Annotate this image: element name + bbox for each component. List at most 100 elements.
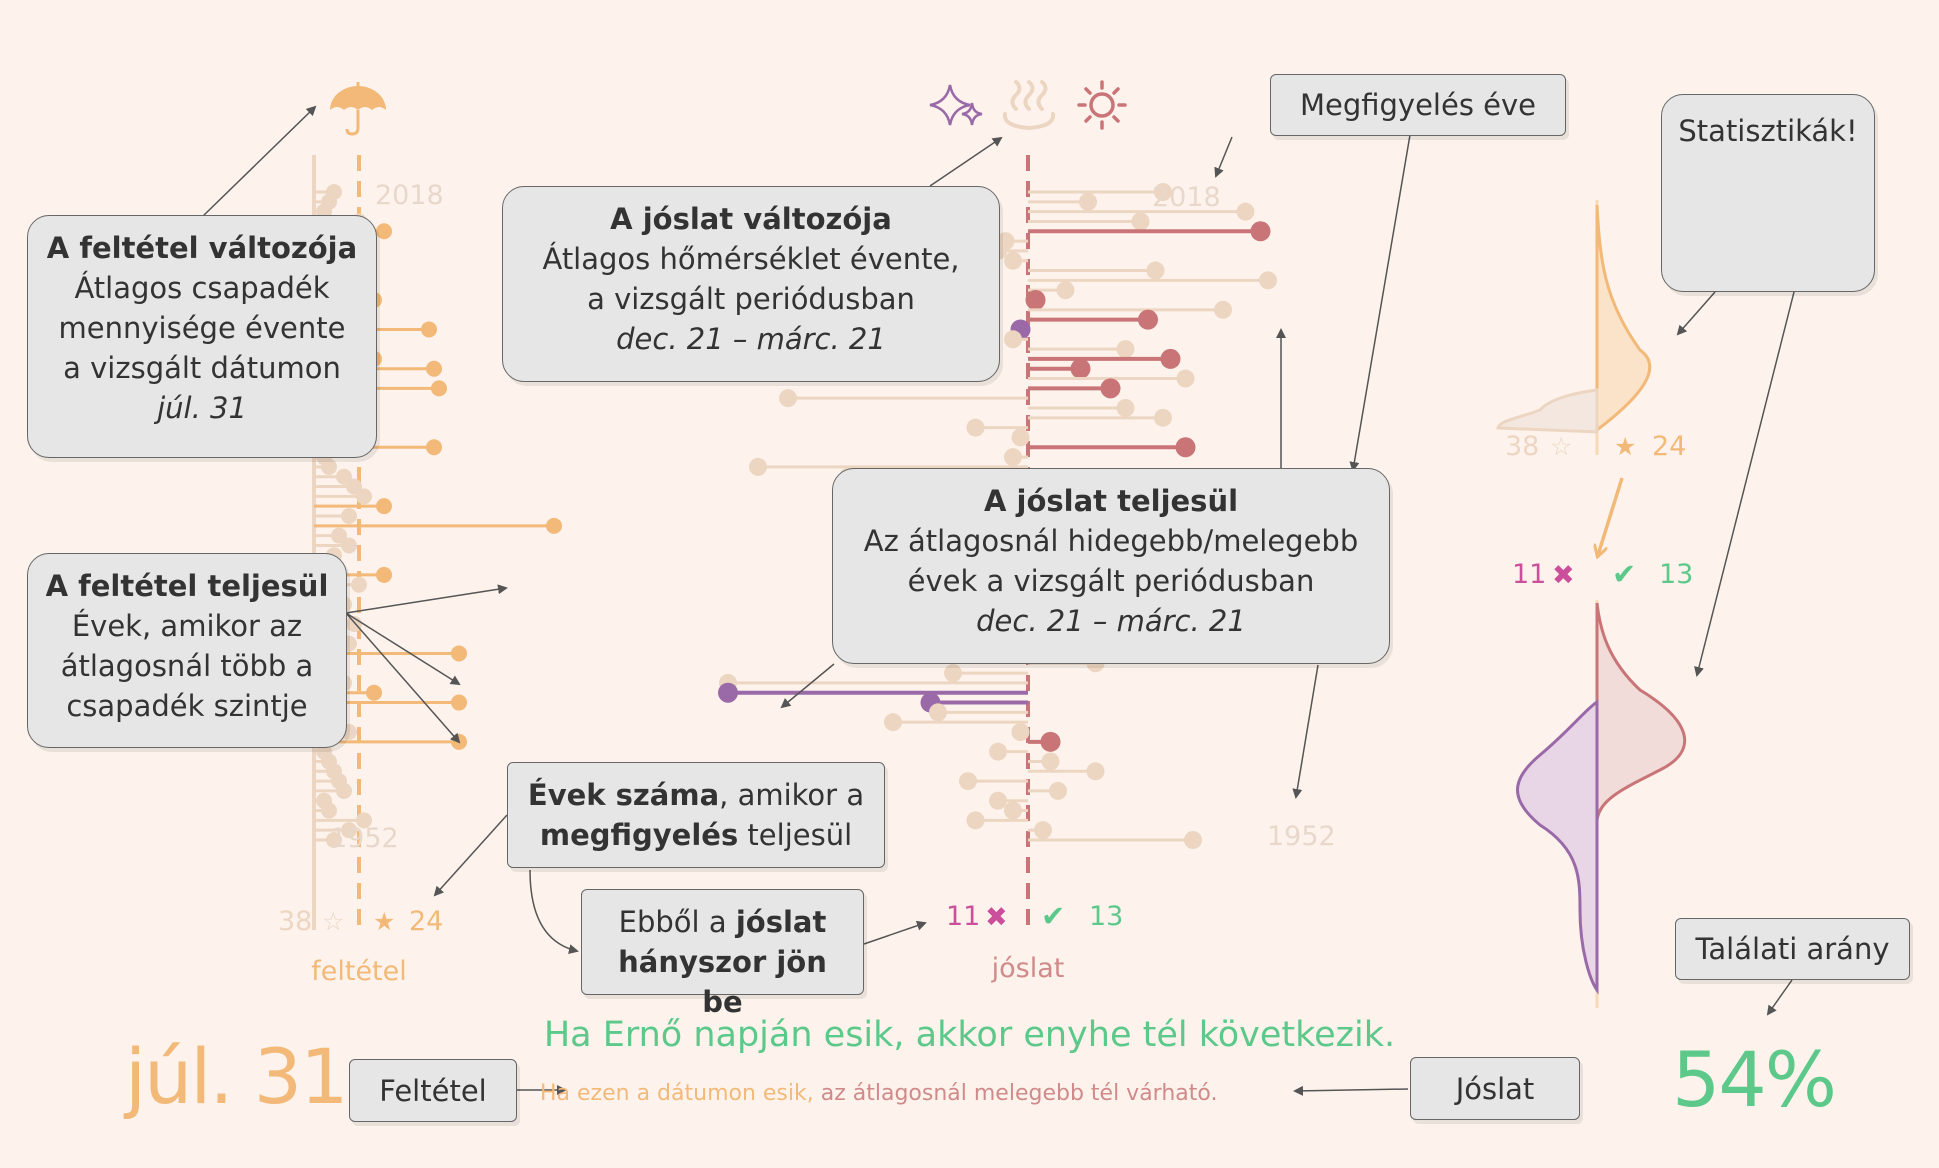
- condition-dot: [451, 645, 467, 662]
- condition-dot: [341, 508, 357, 524]
- stats-count-wrong: 11: [1512, 559, 1546, 590]
- prediction-dot: [966, 418, 985, 437]
- condition-dot: [426, 439, 442, 456]
- condition-dot: [341, 822, 357, 839]
- callout-text: Jóslat: [1455, 1072, 1535, 1106]
- hot-spring-icon: [1002, 80, 1056, 131]
- prediction-dot: [1025, 290, 1046, 310]
- cross-icon: ✖: [985, 902, 1008, 933]
- prediction-dot: [1049, 781, 1067, 800]
- footer-hit-rate: 54%: [1672, 1035, 1837, 1124]
- callout-line: évek a vizsgált periódusban: [907, 564, 1315, 598]
- star-full-icon: ★: [373, 907, 395, 936]
- condition-dot: [346, 478, 362, 495]
- callout-stats: Statisztikák!: [1661, 94, 1875, 292]
- condition-dot: [426, 360, 442, 377]
- stats-flow-arrow: [1598, 477, 1624, 555]
- prediction-dot: [1131, 212, 1150, 231]
- prediction-dot: [1011, 428, 1030, 447]
- footer-rule: Ha Ernő napján esik, akkor enyhe tél köv…: [543, 1015, 1396, 1055]
- callout-bold: megfigyelés: [539, 818, 739, 852]
- condition-dot: [376, 566, 392, 583]
- prediction-dot: [1004, 448, 1022, 467]
- prediction-dot: [944, 664, 962, 683]
- footer-sub-condition: Ha ezen a dátumon esik,: [540, 1081, 814, 1106]
- prediction-dot: [1214, 300, 1232, 319]
- callout-text: Megfigyelés éve: [1299, 88, 1537, 122]
- condition-dot: [546, 517, 562, 534]
- prediction-dot: [966, 811, 985, 830]
- prediction-dot: [1041, 752, 1060, 771]
- condition-axis-label: feltétel: [311, 956, 407, 987]
- check-icon: ✔: [1041, 899, 1065, 933]
- prediction-dot: [749, 457, 767, 476]
- condition-dot: [376, 498, 392, 515]
- callout-line: Átlagos hőmérséklet évente,: [542, 242, 960, 276]
- callout-title: A jóslat változója: [610, 202, 892, 236]
- annotation-arrows: [201, 105, 1795, 1096]
- prediction-dot: [1079, 192, 1097, 211]
- prediction-dot: [1154, 183, 1172, 201]
- callout-prediction-met: A jóslat teljesül Az átlagosnál hidegebb…: [832, 468, 1390, 664]
- condition-dot: [421, 321, 437, 338]
- condition-dot: [351, 576, 367, 593]
- prediction-dot: [1004, 801, 1022, 820]
- prediction-dot: [1236, 202, 1255, 221]
- callout-bold: jóslat: [735, 905, 827, 939]
- condition-count-not-met: 38: [278, 906, 312, 937]
- stats-check-icon: ✔: [1612, 557, 1636, 591]
- prediction-dot: [1086, 762, 1105, 781]
- callout-condition-variable: A feltétel változója Átlagos csapadék me…: [27, 215, 377, 458]
- callout-line: Átlagos csapadék: [74, 271, 330, 305]
- callout-hits: Ebből a jóslat hányszor jön be: [581, 889, 864, 1019]
- prediction-dot: [884, 713, 902, 732]
- condition-dot: [336, 782, 352, 799]
- callout-line: mennyisége évente: [58, 311, 346, 345]
- stats-count-met: 24: [1652, 431, 1686, 462]
- sparkle-icon: [929, 84, 983, 126]
- prediction-dot: [718, 682, 738, 703]
- condition-dot: [356, 812, 372, 829]
- callout-text: Statisztikák!: [1678, 114, 1858, 148]
- prediction-count-wrong: 11: [946, 901, 980, 932]
- condition-dot: [366, 684, 382, 701]
- callout-prediction-box: Jóslat: [1410, 1057, 1580, 1120]
- prediction-dot: [1004, 330, 1022, 349]
- prediction-axis-label: jóslat: [991, 953, 1065, 984]
- condition-dot: [451, 694, 467, 711]
- callout-observation-year: Megfigyelés éve: [1270, 74, 1566, 136]
- callout-date: júl. 31: [157, 391, 247, 425]
- callout-title: A feltétel változója: [46, 231, 358, 265]
- callout-bold: Évek száma: [527, 778, 720, 812]
- prediction-dot: [929, 703, 947, 722]
- condition-dot: [331, 527, 347, 544]
- condition-dot: [356, 488, 372, 505]
- prediction-dot: [1116, 340, 1135, 359]
- prediction-dot: [989, 791, 1007, 810]
- callout-line: átlagosnál több a: [60, 649, 314, 683]
- prediction-dot: [1175, 437, 1196, 458]
- prediction-dot: [989, 742, 1007, 761]
- stats-star-empty-icon: ☆: [1550, 432, 1572, 461]
- condition-count-met: 24: [409, 906, 443, 937]
- callout-line: a vizsgált dátumon: [63, 351, 341, 385]
- prediction-dot: [779, 389, 797, 408]
- star-empty-icon: ☆: [322, 907, 344, 936]
- prediction-dot: [1116, 399, 1135, 417]
- condition-year-bottom: 1952: [330, 823, 399, 854]
- prediction-dot: [1259, 271, 1277, 290]
- prediction-dot: [1184, 831, 1202, 849]
- prediction-year-top: 2018: [1152, 182, 1221, 213]
- callout-condition-box: Feltétel: [349, 1059, 517, 1122]
- prediction-dot: [959, 772, 977, 791]
- condition-dot: [336, 468, 352, 485]
- callout-line: Az átlagosnál hidegebb/melegebb: [863, 524, 1359, 558]
- prediction-dot: [1138, 309, 1158, 330]
- condition-dot: [321, 458, 337, 475]
- callout-bold: hányszor jön be: [618, 945, 827, 1019]
- prediction-dot: [1154, 408, 1172, 427]
- callout-condition-met: A feltétel teljesül Évek, amikor az átla…: [27, 553, 347, 748]
- callout-date: dec. 21 – márc. 21: [616, 322, 886, 356]
- prediction-dot: [1004, 251, 1022, 270]
- prediction-dot: [1100, 378, 1121, 399]
